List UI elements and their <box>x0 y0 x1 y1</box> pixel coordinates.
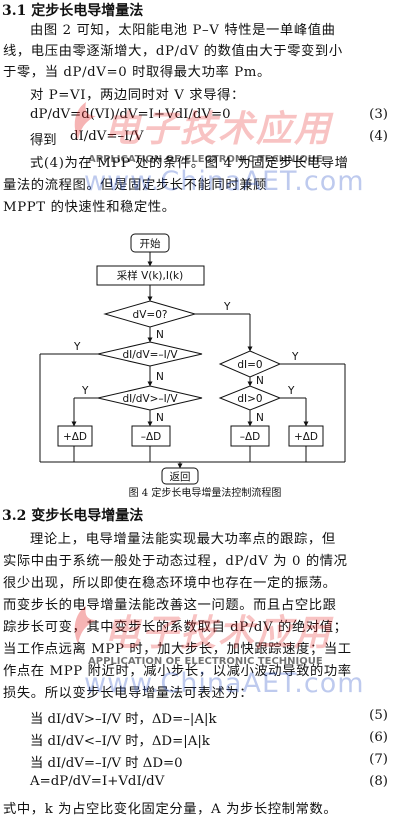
sample-label: 采样 V(k),I(k) <box>117 269 184 282</box>
paragraph-line: 而变步长的电导增量法能改善这一问题。而且占空比跟 <box>3 598 337 613</box>
equation-number-5: (5) <box>369 708 388 723</box>
equation-number-4: (4) <box>369 129 388 144</box>
equation-5: 当 dI/dV>–I/V 时，ΔD=–|A|k <box>30 712 217 727</box>
equation-number-7: (7) <box>369 752 388 767</box>
box-minus-dd-1 <box>131 425 171 447</box>
equation-4: dI/dV=–I/V <box>70 129 144 144</box>
decision-4-label: dI/dV>–I/V <box>122 393 178 405</box>
paragraph-line: 线，电压由零逐渐增大，dP/dV 的数值由大于零变到小 <box>3 44 343 59</box>
paragraph-line: 很少出现，所以即使在稳态环境中也存在一定的振荡。 <box>3 576 337 591</box>
equation-number-6: (6) <box>369 730 388 745</box>
equation-3: dP/dV=d(VI)/dV=I+VdI/dV=0 <box>30 107 231 122</box>
equation-number-3: (3) <box>369 107 388 122</box>
box-4-label: +ΔD <box>294 431 318 443</box>
label-n-d1: N <box>156 329 164 341</box>
paragraph-line: MPPT 的快速性和稳定性。 <box>3 200 176 215</box>
label-n-d3: N <box>256 375 264 387</box>
box-2-label: –ΔD <box>141 431 162 443</box>
label-y-d1: Y <box>223 301 231 313</box>
watermark-cn: 电子技术应用 <box>104 108 333 150</box>
label-y-d4: Y <box>81 385 89 397</box>
watermark-logo-icon <box>74 606 96 644</box>
watermark-en: APPLICATION OF ELECTRONIC TECHNIQUE <box>88 154 323 165</box>
watermark-en: APPLICATION OF ELECTRONIC TECHNIQUE <box>88 656 323 667</box>
flowchart-figure-4: 开始 采样 V(k),I(k) dV=0? dI/dV=–I/V dI=0 dI… <box>39 233 346 499</box>
start-label: 开始 <box>140 237 161 250</box>
equation-4-prefix: 得到 <box>30 133 57 148</box>
decision-2-label: dI/dV=–I/V <box>122 349 178 361</box>
equation-number-8: (8) <box>369 774 388 789</box>
label-y-d2: Y <box>73 341 81 353</box>
watermark-url: www.ChinaAET.com <box>84 668 365 699</box>
label-n-d2: N <box>156 371 164 383</box>
watermark-url: www.ChinaAET.com <box>84 166 365 197</box>
equation-7: 当 dI/dV=–I/V 时 ΔD=0 <box>30 756 183 771</box>
section-heading-3-1: 3.1 定步长电导增量法 <box>2 3 144 19</box>
decision-1-label: dV=0? <box>133 309 168 321</box>
paragraph-line: 于零，当 dP/dV=0 时取得最大功率 Pm。 <box>3 65 271 80</box>
box-3-label: –ΔD <box>240 431 261 443</box>
label-n-d5: N <box>256 412 264 424</box>
paragraph-line: 量法的流程图。但是固定步长不能同时兼顾 <box>3 178 268 193</box>
equation-8: A=dP/dV=I+VdI/dV <box>30 774 165 789</box>
paragraph-line: 踪步长可变，其中变步长的系数取自 dP/dV 的绝对值； <box>3 620 348 635</box>
box-1-label: +ΔD <box>63 431 87 443</box>
box-plus-dd-1 <box>57 425 93 447</box>
return-label: 返回 <box>170 471 191 483</box>
label-n-d4: N <box>156 412 164 424</box>
paragraph-line: 损失。所以变步长电导增量法可表述为： <box>3 686 254 701</box>
equation-6: 当 dI/dV<–I/V 时，ΔD=|A|k <box>30 734 210 749</box>
paragraph-line: 当工作点远离 MPP 时，加大步长，加快跟踪速度；当工 <box>3 642 352 657</box>
section-heading-3-2: 3.2 变步长电导增量法 <box>2 508 144 524</box>
paragraph-line: 作点在 MPP 附近时，减小步长，以减小波动导致的功率 <box>3 664 352 679</box>
label-y-d3: Y <box>291 351 299 363</box>
label-y-d5: Y <box>287 385 295 397</box>
watermark-logo-icon <box>74 102 96 140</box>
paragraph-line-final: 式中，k 为占空比变化固定分量，A 为步长控制常数。 <box>3 802 338 817</box>
decision-3-label: dI=0 <box>237 359 262 371</box>
paragraph-line: 对 P=VI，两边同时对 V 求导得： <box>30 88 245 103</box>
paragraph-line: 实际中由于系统一般处于动态过程，dP/dV 为 0 的情况 <box>3 554 348 569</box>
figure-caption: 图 4 定步长电导增量法控制流程图 <box>129 486 282 499</box>
paragraph-line: 式(4)为在 MPP 处的条件。图 4 为固定步长电导增 <box>30 156 349 171</box>
return-terminal <box>161 467 199 485</box>
paragraph-line: 由图 2 可知，太阳能电池 P–V 特性是一单峰值曲 <box>30 23 336 38</box>
decision-5-label: dI>0 <box>237 393 262 405</box>
paragraph-line: 理论上，电导增量法能实现最大功率点的跟踪，但 <box>30 532 336 547</box>
watermark-cn: 电子技术应用 <box>104 612 333 654</box>
